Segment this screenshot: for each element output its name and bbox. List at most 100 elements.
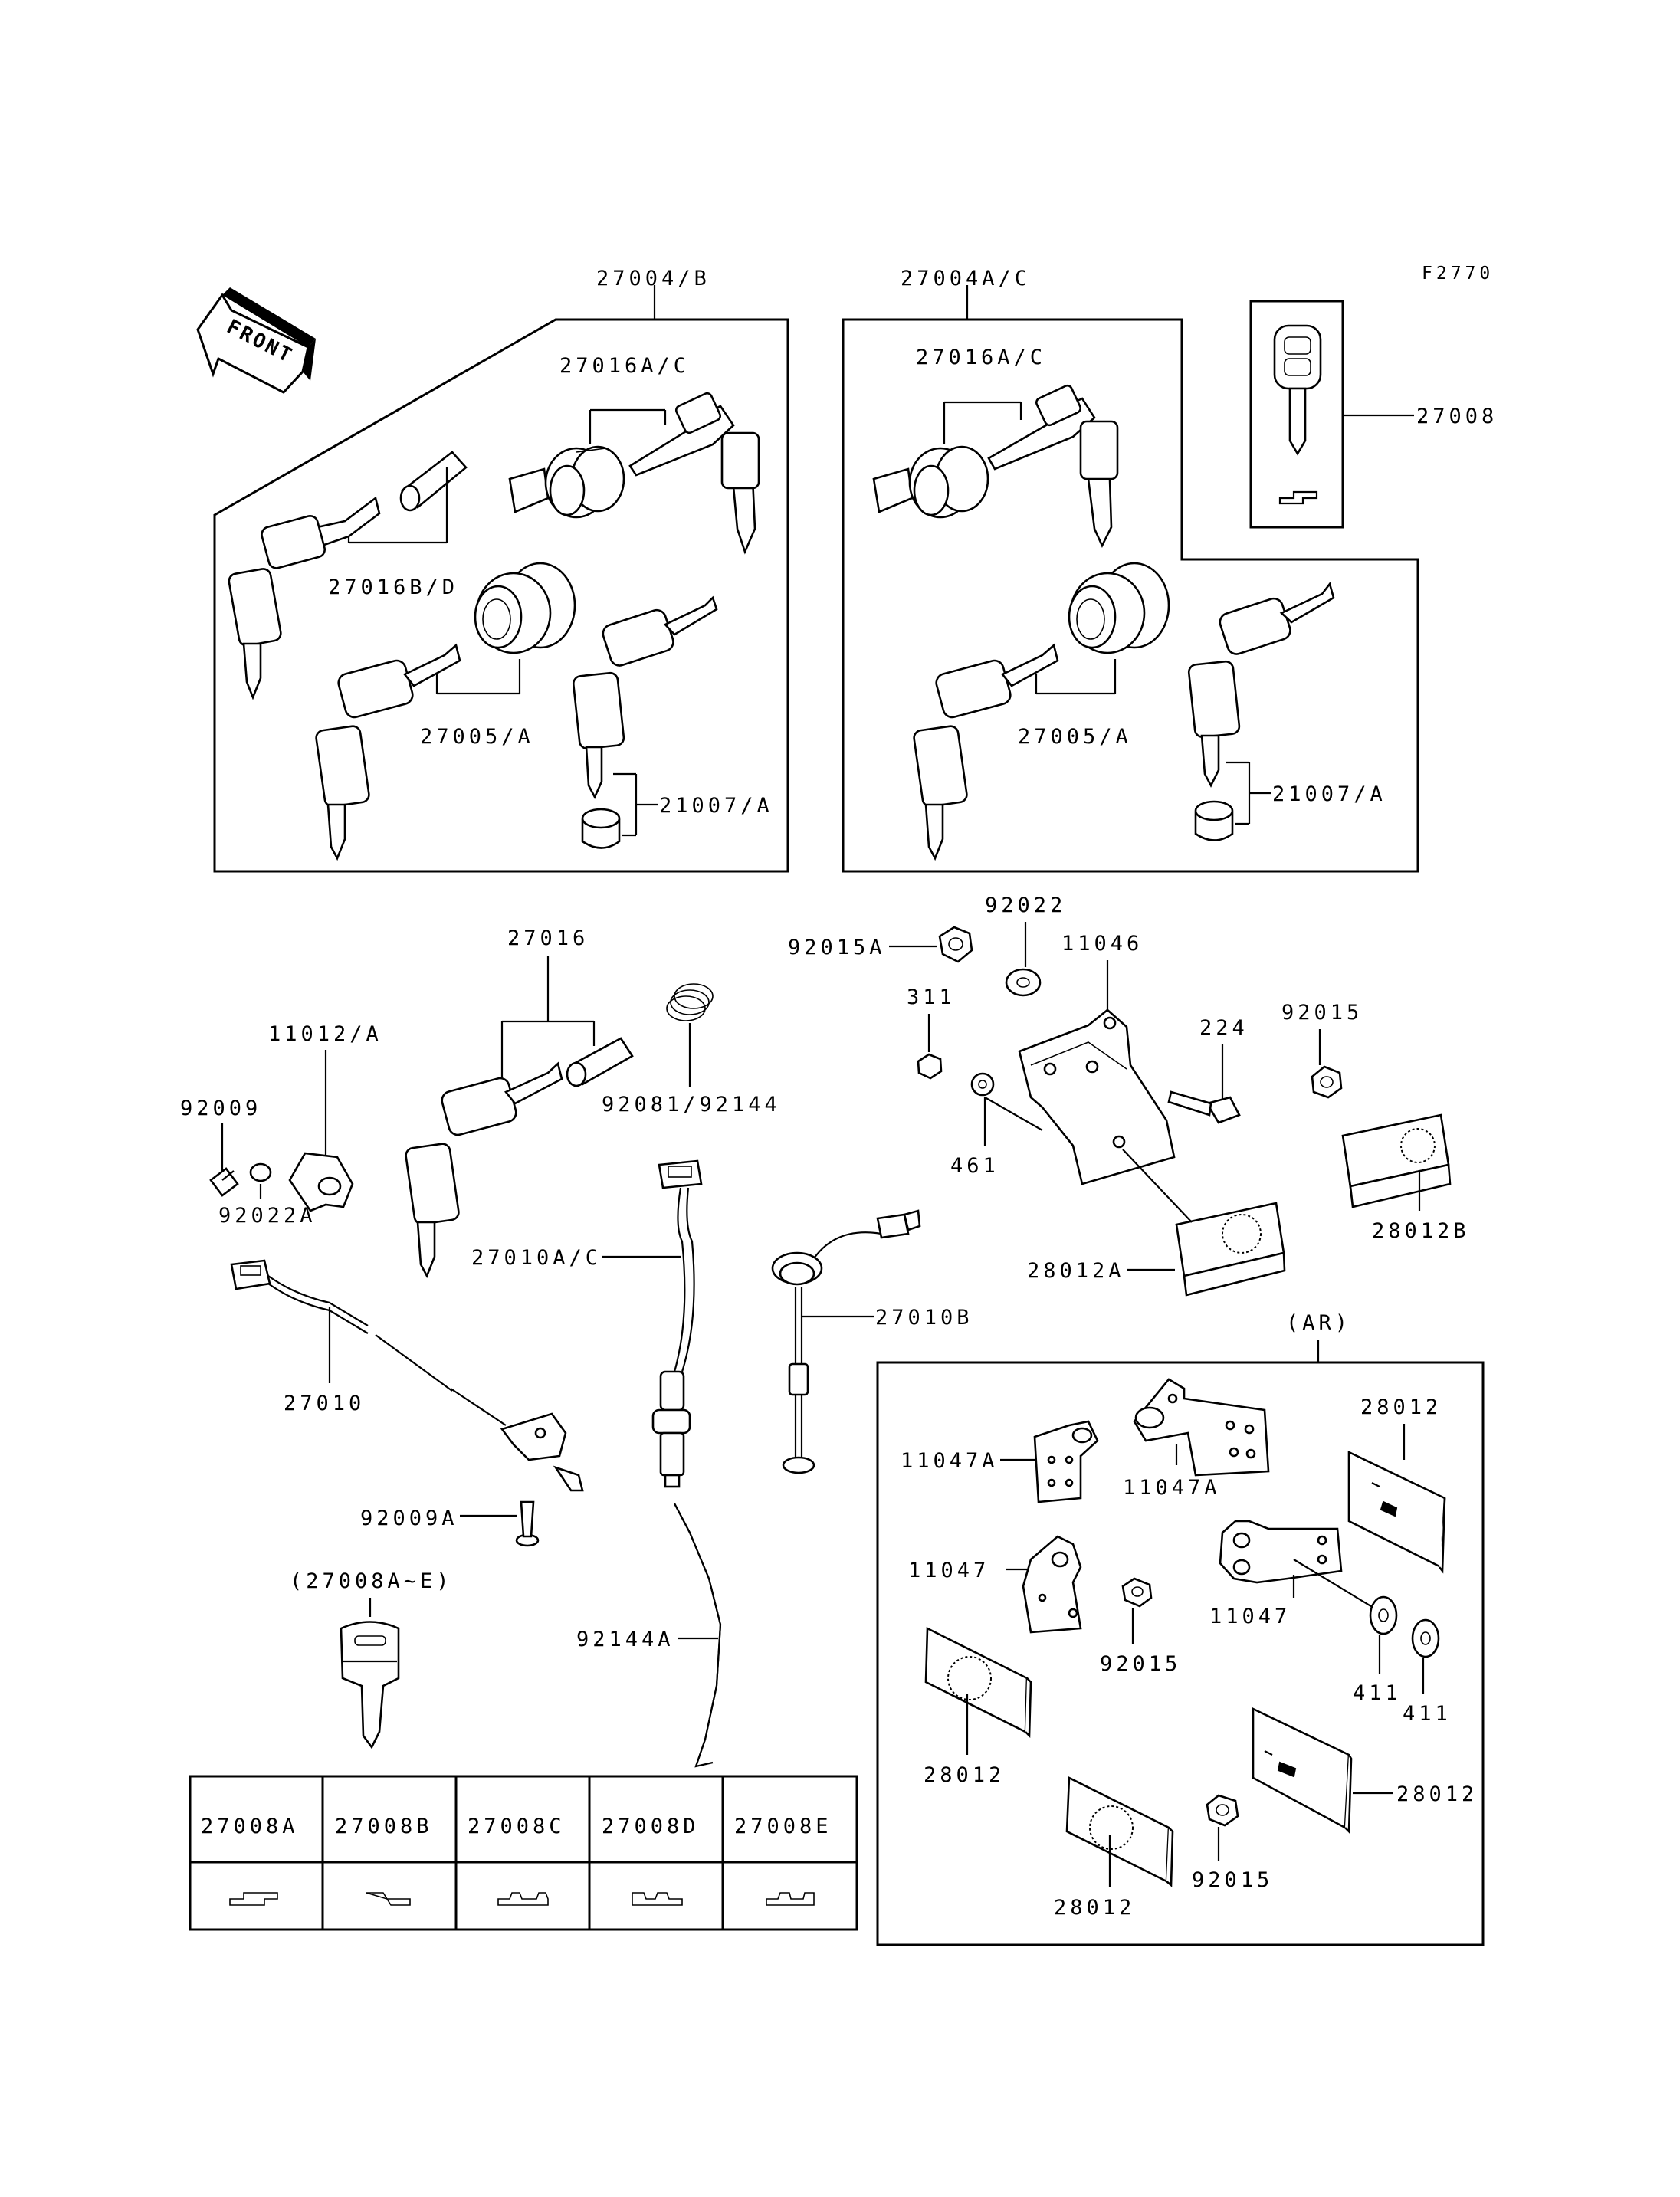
bracket-icon [1133,1378,1270,1477]
harness-icon [771,1209,921,1474]
washer-c-label: 461 [950,1154,999,1178]
kit-c-label: 27004A/C [901,267,1031,290]
screw-b-label: 92009A [360,1507,458,1530]
rod-label: 92144A [576,1628,674,1651]
key-pair-icon [405,1061,563,1279]
key-pair-icon [315,643,461,861]
table-header-d: 27008D [602,1815,700,1838]
bracket-icon [1033,1420,1099,1503]
cylinder-pin-icon [566,1037,634,1087]
nut-icon [917,1053,943,1080]
lock-cylinder-icon [508,445,625,519]
nut-icon [1206,1794,1239,1827]
key-cut-icon [766,1892,815,1906]
washer-icon [249,1162,272,1182]
reflector-b-label: 28012B [1372,1219,1470,1243]
kit-box-c: 27004A/C 27016A/C 27005/A [842,267,1419,873]
figure-code: F2770 [1422,264,1494,284]
ar-bracket-2-label: 11047 [1209,1605,1291,1628]
key-icon [340,1621,400,1749]
reflector-grid-icon [1089,1805,1134,1850]
bracket-icon [1022,1535,1082,1634]
cap-icon [1194,800,1234,841]
ar-reflector-2-label: 28012 [924,1763,1005,1787]
washer-a-label: 92022A [218,1204,317,1228]
bracket-label: 11046 [1061,932,1143,956]
key-cut-icon [497,1892,549,1906]
kit-c-switch-label: 27005/A [1018,725,1132,749]
cylinder-pin-icon [399,451,468,512]
reflector-icon [1341,1113,1452,1208]
key-table: 27008A 27008B 27008C 27008D 27008E [189,1775,858,1931]
lock-cylinder-icon [872,445,989,519]
table-header-e: 27008E [734,1815,832,1838]
key-pair-icon [1187,582,1335,788]
kit-b-cap-label: 21007/A [659,794,773,818]
cap-icon [581,808,621,849]
reflector-grid-icon [1222,1214,1262,1254]
reflector-grid-icon [947,1656,992,1700]
sensor-switch-icon [651,1370,691,1488]
ar-washer-1-label: 411 [1353,1681,1402,1705]
ar-reflector-4-label: 28012 [1396,1782,1478,1806]
washer-icon [1005,968,1042,997]
ignition-switch-icon [474,562,576,654]
table-header-a: 27008A [201,1815,299,1838]
switch-label: 27010 [284,1392,365,1415]
nut-icon [1121,1577,1153,1608]
lock-set-label: 27016 [507,926,589,950]
rod-icon [674,1503,722,1768]
ar-nut-1-label: 92015 [1100,1652,1181,1676]
spring-icon [666,983,714,1021]
reflector-icon [1252,1707,1353,1835]
table-header-c: 27008C [468,1815,566,1838]
spring-label: 92081/92144 [602,1093,781,1117]
key-pair-icon [628,392,760,555]
screw-icon [209,1167,239,1197]
key-blank-box: 27008 [1249,300,1494,529]
ar-box: (AR) 28012 11047A [876,1311,1485,1946]
reflector-grid-icon [1400,1128,1436,1163]
kit-b-key-label: 27016B/D [328,575,458,599]
washer-icon [1411,1618,1440,1658]
nut-c-label: 92015 [1281,1001,1363,1025]
key-pair-icon [987,384,1119,549]
key-cut-icon [229,1892,278,1906]
key-cut-icon [632,1892,683,1906]
reflector-icon [1175,1202,1286,1297]
table-header-b: 27008B [335,1815,433,1838]
kit-b-label: 27004/B [596,267,710,290]
ar-washer-2-label: 411 [1403,1702,1452,1726]
cable-switch-icon [230,1259,584,1492]
switch-wire-label: 27010A/C [471,1246,602,1270]
ar-nut-2-label: 92015 [1192,1868,1273,1892]
key-cut-icon [366,1892,411,1906]
ar-bracket-a1-label: 11047A [901,1449,999,1473]
key-pair-icon [572,595,718,799]
bracket-icon [1219,1520,1343,1584]
screw-a-label: 92009 [180,1097,261,1120]
ignition-switch-icon [1068,562,1170,654]
kit-b-switch-label: 27005/A [420,725,534,749]
washer-icon [1369,1595,1398,1635]
front-arrow-icon: FRONT [196,287,316,394]
key-pair-icon [228,496,381,700]
ar-bracket-1-label: 11047 [908,1559,989,1582]
reflector-icon [1347,1450,1446,1574]
switch-b-label: 27010B [875,1306,973,1330]
key-series-label: (27008A~E) [290,1569,453,1593]
nut-icon [1311,1065,1343,1099]
ar-reflector-1-label: 28012 [1360,1395,1442,1419]
key-pair-icon [913,643,1059,861]
connector-icon [658,1159,703,1189]
bracket-icon [1018,1008,1176,1185]
key-blank-icon [1273,324,1322,456]
kit-box-b: 27004/B 27016A/C 27016B/D [213,267,789,873]
bolt-label: 224 [1199,1016,1249,1040]
reflector-a-label: 28012A [1027,1259,1125,1283]
nut-a-label: 92015A [788,936,886,959]
ar-header: (AR) [1286,1311,1351,1335]
nut-b-label: 311 [907,985,956,1009]
kit-c-cap-label: 21007/A [1272,782,1386,806]
nut-icon [938,926,973,963]
